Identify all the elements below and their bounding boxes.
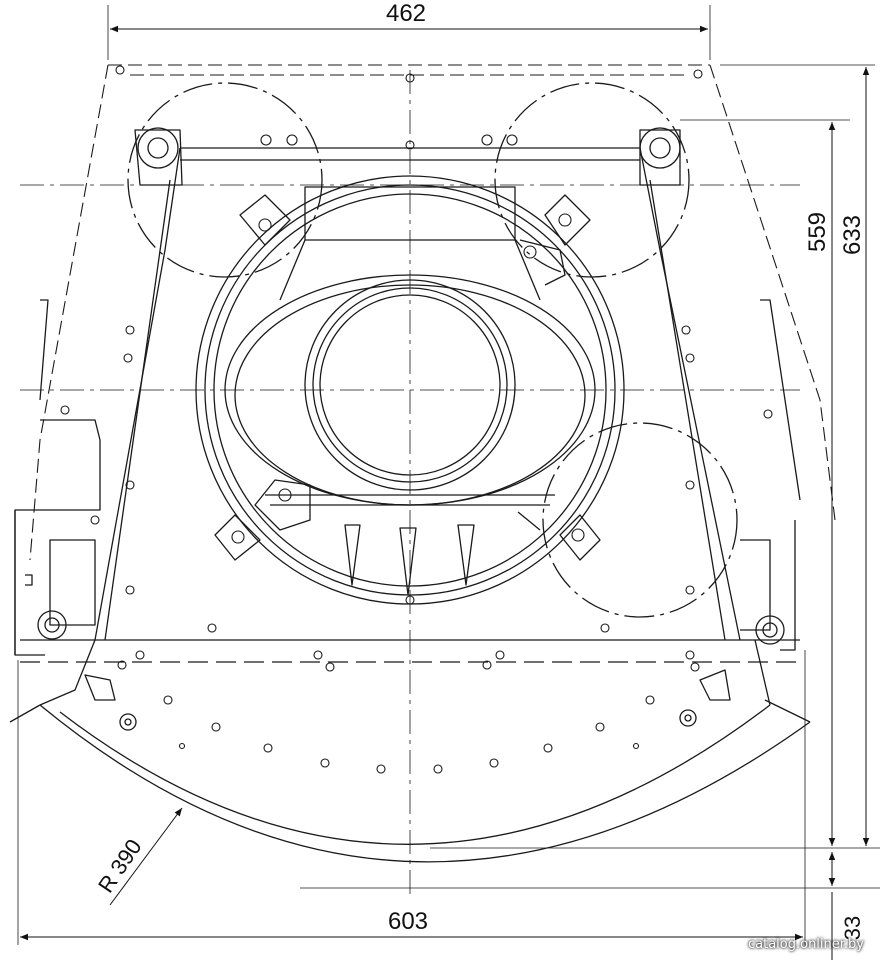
bottom-arc-panel (9, 639, 811, 863)
wheel-circles (127, 82, 738, 618)
mounting-brackets (214, 194, 601, 561)
center-lines (20, 70, 800, 900)
dim-bottom-offset: 33 (840, 916, 865, 940)
dim-bottom-width: 603 (388, 908, 428, 935)
screws (60, 65, 773, 774)
dim-height-total: 633 (839, 215, 866, 255)
watermark: catalog.onliner.by (747, 937, 864, 952)
dim-height-inner: 559 (804, 212, 831, 252)
dimension-lines (20, 25, 870, 960)
drum-ribs (344, 511, 541, 596)
wheel-hubs (37, 127, 785, 645)
left-side-panel (14, 299, 101, 656)
right-side-panel (740, 299, 801, 651)
dim-top-width: 462 (386, 0, 426, 27)
